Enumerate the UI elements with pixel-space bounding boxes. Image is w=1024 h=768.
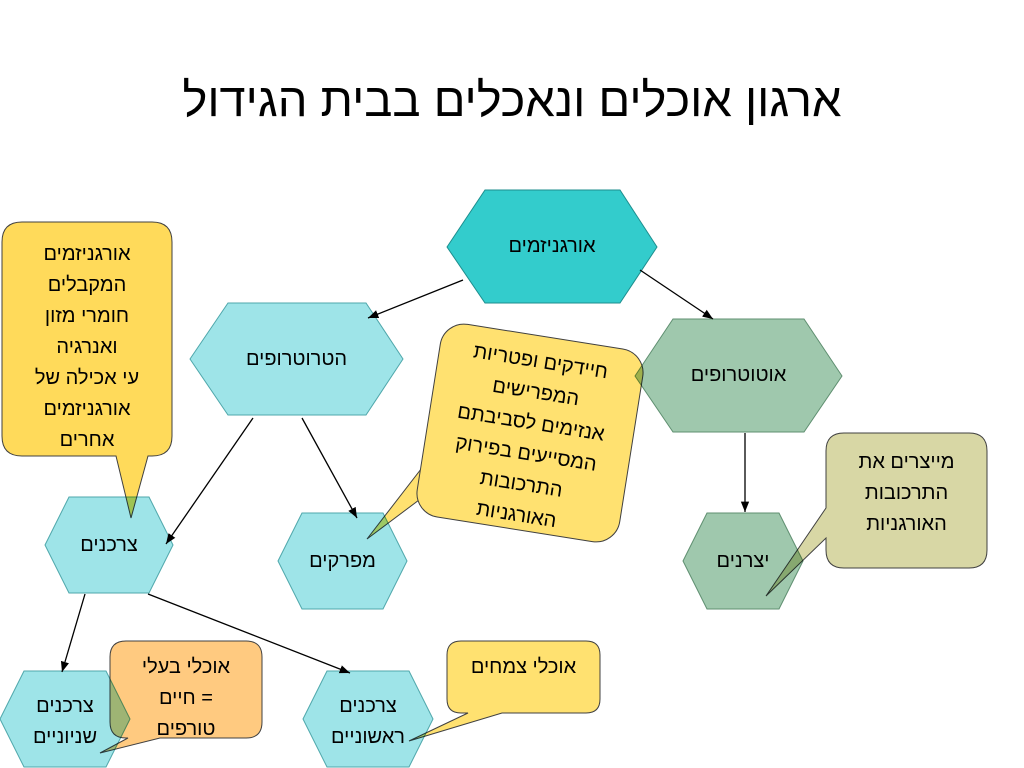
- callout-producers-shape: [765, 432, 988, 597]
- arrow-heterotrophs-to-consumers: [165, 417, 254, 545]
- callout-decomposers-box: [416, 323, 644, 543]
- node-label-heterotrophs: הטרוטרופים: [245, 347, 348, 370]
- hexagon-consumers: [44, 496, 174, 594]
- callout-secondary-consumers: [99, 640, 263, 754]
- arrow-consumers-to-primary-consumers: [147, 593, 351, 674]
- hexagon-organisms: [446, 189, 658, 304]
- callout-secondary-consumers-shape: [99, 640, 263, 754]
- node-label-organisms: אורגניזמים: [508, 235, 596, 257]
- callout-heterotrophs: [1, 221, 173, 519]
- callout-primary-consumers-shape: [408, 640, 601, 742]
- callout-heterotrophs-shape: [1, 221, 173, 519]
- callout-decomposers: [366, 323, 644, 543]
- arrow-heterotrophs-to-decomposers: [301, 417, 358, 519]
- hexagon-primary-consumers: [302, 670, 434, 768]
- callout-primary-consumers: [408, 640, 601, 742]
- callout-text-primary-consumers: אוכלי צמחים: [470, 655, 577, 678]
- callout-text-producers: מייצרים את התרכובות האורגניות: [858, 451, 955, 535]
- hexagon-heterotrophs: [189, 302, 404, 416]
- callout-producers: [765, 432, 988, 597]
- node-label-autotrophs: אוטוטרופים: [690, 364, 787, 386]
- arrow-consumers-to-secondary-consumers: [60, 593, 86, 673]
- node-label-secondary-consumers: צרכנים שניוניים: [32, 694, 98, 748]
- node-label-consumers: צרכנים: [80, 533, 138, 556]
- callout-text-heterotrophs: אורגניזמים המקבלים חומרי מזון ואנרגיה עי…: [34, 242, 140, 451]
- hexagon-autotrophs: [634, 318, 843, 433]
- arrow-organisms-to-heterotrophs: [367, 279, 464, 319]
- hexagon-decomposers: [277, 512, 408, 610]
- callout-text-decomposers: חיידקים ופטריות המפרישים אנזימים לסביבתם…: [453, 339, 609, 532]
- node-label-primary-consumers: צרכנים ראשוניים: [331, 694, 405, 748]
- arrow-organisms-to-autotrophs: [639, 269, 714, 320]
- page-title: ארגון אוכלים ונאכלים בבית הגידול: [182, 73, 842, 126]
- node-label-decomposers: מפרקים: [309, 549, 376, 572]
- node-label-producers: יצרנים: [716, 549, 770, 572]
- callout-text-secondary-consumers: אוכלי בעלי חיים = טורפים: [141, 656, 231, 740]
